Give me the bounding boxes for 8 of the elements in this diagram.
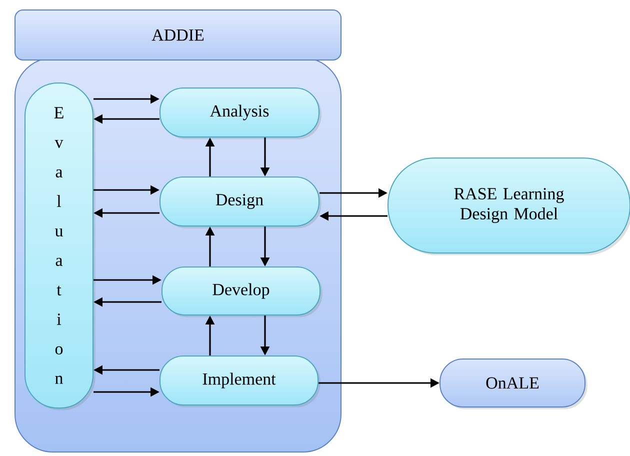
rounded-box: OnALE: [440, 358, 588, 410]
rounded-box: Design: [160, 176, 322, 228]
rounded-box: Develop: [162, 266, 322, 318]
rounded-box: RASE Learning Design Model: [388, 158, 630, 256]
rounded-box: E v a l u a t i o n: [24, 82, 96, 410]
node-label: ADDIE: [152, 29, 204, 41]
rounded-box: Implement: [160, 356, 320, 408]
rounded-box: Analysis: [160, 88, 322, 140]
